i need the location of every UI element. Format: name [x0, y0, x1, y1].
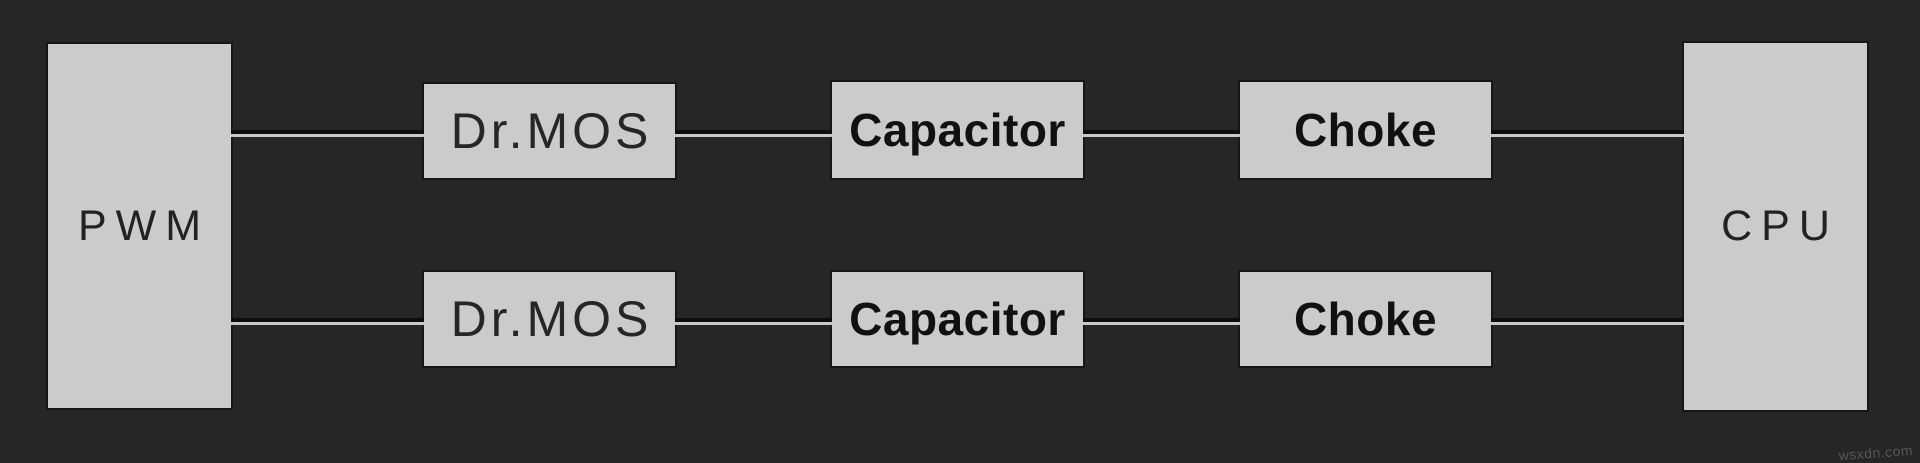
node-choke-row1: Choke	[1238, 80, 1493, 180]
node-drmos-row1-label: Dr.MOS	[450, 103, 653, 159]
wire-row1-choke-cpu	[1491, 130, 1684, 137]
node-cpu: CPU	[1682, 41, 1869, 412]
wire-row1-capacitor-choke	[1083, 130, 1240, 137]
node-capacitor-row2: Capacitor	[830, 270, 1085, 368]
node-capacitor-row1: Capacitor	[830, 80, 1085, 180]
wire-row2-choke-cpu	[1491, 318, 1684, 325]
node-choke-row1-label: Choke	[1293, 104, 1438, 156]
node-capacitor-row1-label: Capacitor	[849, 104, 1066, 156]
node-pwm-label: PWM	[77, 201, 211, 250]
wire-row2-drmos-capacitor	[675, 318, 832, 325]
wire-row2-capacitor-choke	[1083, 318, 1240, 325]
node-cpu-label: CPU	[1721, 202, 1839, 250]
node-capacitor-row2-label: Capacitor	[849, 293, 1066, 345]
node-choke-row2-label: Choke	[1293, 293, 1438, 345]
wire-row1-pwm-drmos	[231, 130, 424, 137]
wire-row1-drmos-capacitor	[675, 130, 832, 137]
node-choke-row2: Choke	[1238, 270, 1493, 368]
node-drmos-row2-label: Dr.MOS	[450, 291, 653, 347]
node-drmos-row2: Dr.MOS	[422, 270, 677, 368]
node-pwm: PWM	[46, 42, 233, 410]
watermark-text: wsxdn.com	[1838, 442, 1914, 463]
wire-row2-pwm-drmos	[231, 318, 424, 325]
node-drmos-row1: Dr.MOS	[422, 82, 677, 180]
